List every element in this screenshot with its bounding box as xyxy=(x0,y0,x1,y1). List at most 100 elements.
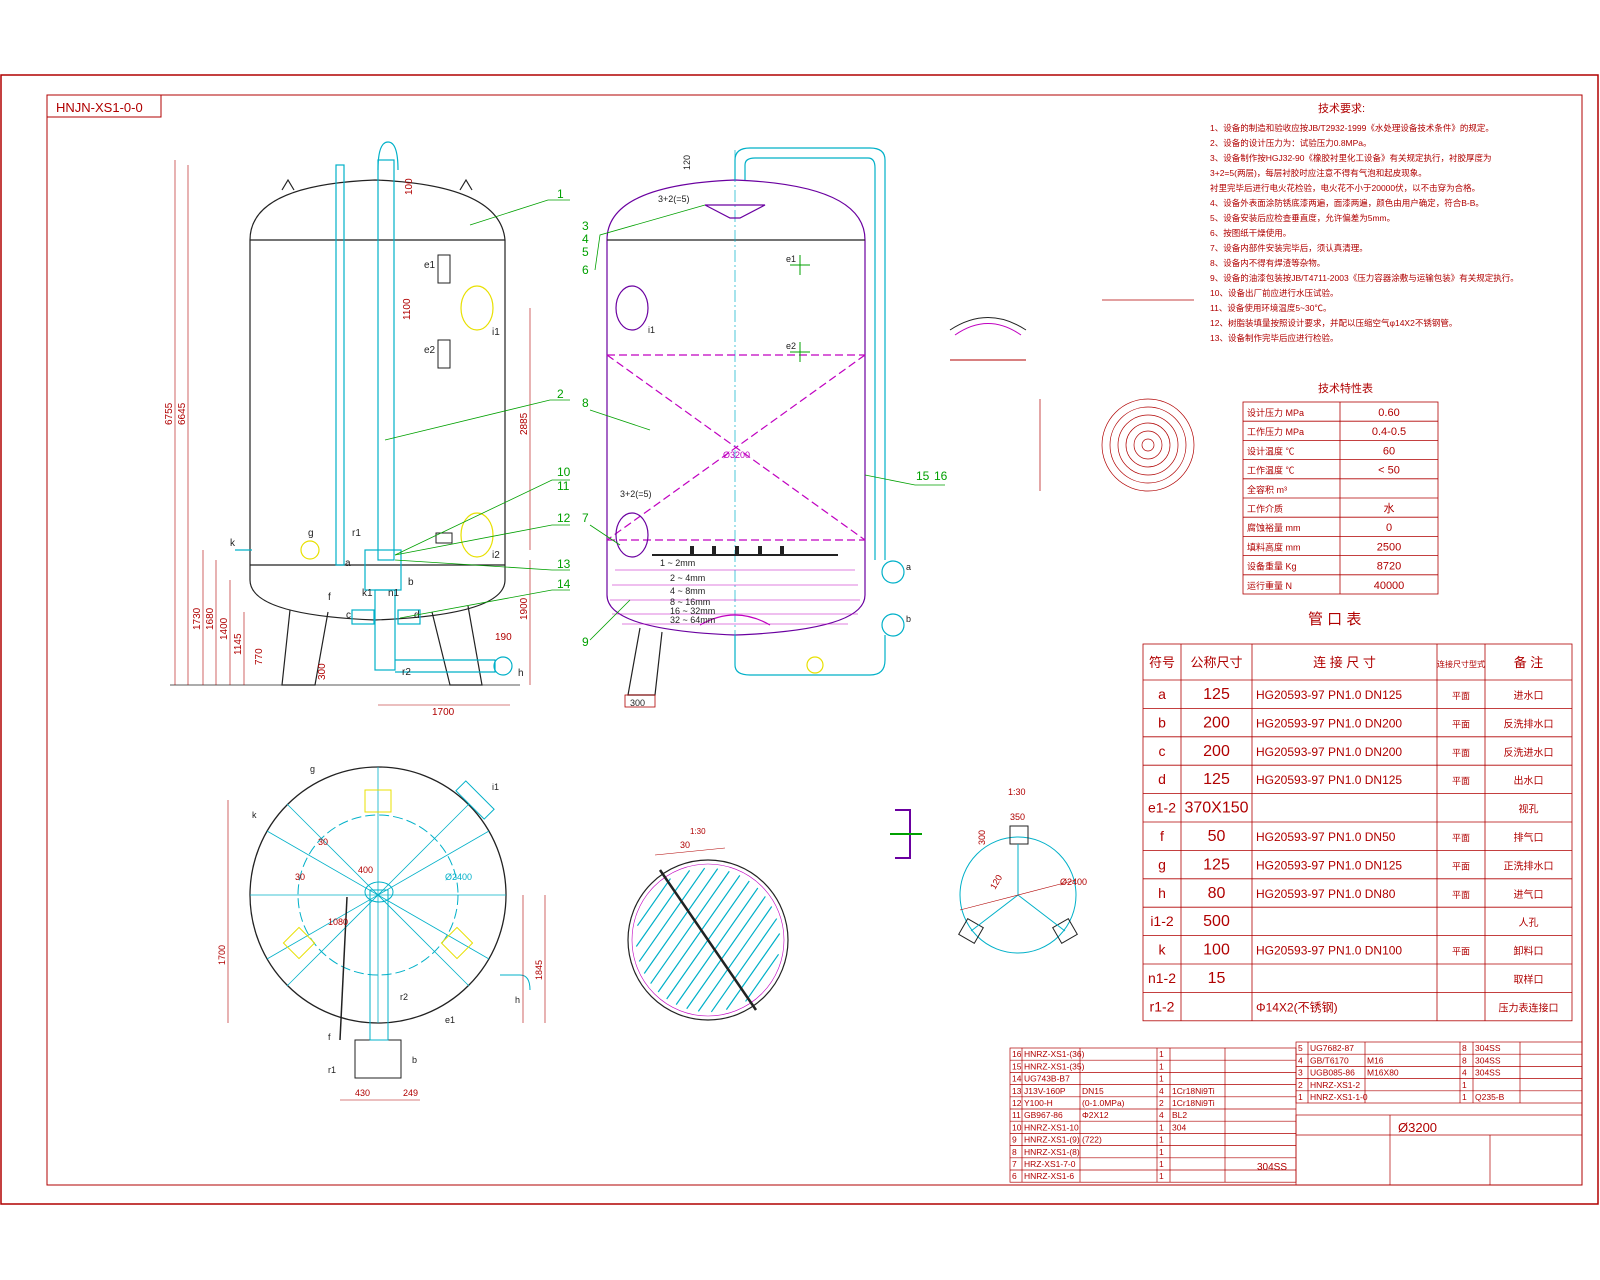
nozzle-table-cell: 80 xyxy=(1208,885,1226,902)
bom-cell: 9 xyxy=(1012,1135,1017,1145)
section-lining-mid: 3+2(=5) xyxy=(620,489,652,499)
grid-lateral xyxy=(686,896,766,1010)
nozzle-table-cell: HG20593-97 PN1.0 DN200 xyxy=(1256,745,1402,759)
tech-table-value: < 50 xyxy=(1378,465,1400,477)
bom-left-grid xyxy=(1009,1047,1297,1183)
callout-6: 6 xyxy=(582,263,589,277)
grid-dim-30 xyxy=(654,847,726,856)
nozzle-table-cell: 平面 xyxy=(1452,890,1470,900)
bom-cell: 1Cr18Ni9Ti xyxy=(1172,1086,1215,1096)
front-mark-n2: n1 xyxy=(388,588,400,599)
grid-lateral xyxy=(635,870,691,947)
leader-3-6 xyxy=(594,204,706,271)
grid-lateral xyxy=(638,867,706,962)
callout-8: 8 xyxy=(582,396,589,410)
section-flange-ab xyxy=(881,560,905,584)
spiral-ring-1 xyxy=(1101,398,1195,492)
plan-mark-g: h xyxy=(515,995,520,1005)
drawing-number-box xyxy=(46,94,162,118)
bom-cell: J13V-160P xyxy=(1024,1086,1066,1096)
nozzle-table-cell: 125 xyxy=(1203,771,1230,788)
section-nozzle-1 xyxy=(690,546,694,554)
front-top-elbow xyxy=(377,141,399,171)
tech-notes: 技术要求: 1、设备的制造和验收应按JB/T2932-1999《水处理设备技术条… xyxy=(1210,102,1519,343)
plan-dim-30b: 30 xyxy=(295,872,305,882)
bom-cell: GB/T6170 xyxy=(1310,1055,1349,1065)
bom-cell: HNRZ-XS1-(9) xyxy=(1024,1135,1080,1145)
bom-cell: 1 xyxy=(1462,1092,1467,1102)
front-dim-6645: 6645 xyxy=(177,402,188,425)
front-manholes xyxy=(300,285,494,560)
bom-cell: 8 xyxy=(1012,1147,1017,1157)
section-piping xyxy=(734,147,905,676)
nozzle-table-cell: a xyxy=(1158,686,1166,702)
section-mark-i1: i1 xyxy=(648,325,655,335)
bom-cell: 1 xyxy=(1462,1080,1467,1090)
callout-7: 7 xyxy=(582,511,589,525)
plan-lug-left xyxy=(282,926,316,960)
nozzle-table-cell: 100 xyxy=(1203,942,1230,959)
section-distributor-top xyxy=(704,204,766,219)
front-dim-texts: 6755 6645 1730 1680 1400 1145 770 2885 1… xyxy=(164,178,530,718)
front-mark-c: c xyxy=(346,610,351,621)
tech-note-10: 8、设备内不得有焊渣等杂物。 xyxy=(1210,258,1325,268)
plan-dim-400-text: 400 xyxy=(358,865,373,875)
section-nozzle-2 xyxy=(712,546,716,554)
plan-dim-1700-text: 1700 xyxy=(217,945,227,965)
front-sightglass-e1 xyxy=(437,254,451,284)
nozzle-table-grid xyxy=(1142,643,1573,1022)
plan-lug-right xyxy=(440,926,474,960)
nozzle-table-cell: 平面 xyxy=(1452,861,1470,871)
plan-valve-block xyxy=(354,1039,402,1079)
leader-13 xyxy=(394,559,570,571)
tech-note-1: 1、设备的制造和验收应按JB/T2932-1999《水处理设备技术条件》的规定。 xyxy=(1210,123,1494,133)
bom-cell: 1Cr18Ni9Ti xyxy=(1172,1098,1215,1108)
tech-note-6: 4、设备外表面涂防锈底漆两遍，面漆两遍，颜色由用户确定，符合B-B。 xyxy=(1210,198,1484,208)
bom-cell: 7 xyxy=(1012,1159,1017,1169)
plan-dim-249-text: 249 xyxy=(403,1088,418,1098)
tech-table-value: 0.60 xyxy=(1378,407,1399,419)
plan-mark-r1: r1 xyxy=(328,1065,336,1075)
section-nozzle-3 xyxy=(735,546,739,554)
nozzle-table-cell: g xyxy=(1158,856,1166,872)
tech-note-12: 10、设备出厂前应进行水压试验。 xyxy=(1210,288,1338,298)
nozzle-table-cell: 15 xyxy=(1208,970,1226,987)
bom-cell: 4 xyxy=(1298,1055,1303,1065)
nozzle-table-cell: HG20593-97 PN1.0 DN100 xyxy=(1256,944,1402,958)
section-cross-b xyxy=(606,354,866,541)
nozzle-table-cell: f xyxy=(1160,828,1164,844)
nozzle-table-cell: 平面 xyxy=(1452,947,1470,957)
nozzle-table-cell: 排气口 xyxy=(1514,831,1544,844)
front-drain-flange xyxy=(493,656,513,676)
leader-15-16 xyxy=(864,474,945,486)
bom-right-grid xyxy=(1295,1041,1583,1104)
nozzle-table-cell: 压力表连接口 xyxy=(1499,1001,1559,1014)
front-dims xyxy=(174,160,531,706)
nozzle-table-header: 连 接 尺 寸 xyxy=(1313,655,1376,670)
tech-table-label: 运行重量 N xyxy=(1247,580,1292,591)
nozzle-table-cell: h xyxy=(1158,885,1166,901)
bom-cell: 1 xyxy=(1159,1159,1164,1169)
section-base-box xyxy=(624,694,656,708)
nozzle-table-border xyxy=(1142,643,1573,1022)
grid-laterals xyxy=(635,867,781,1013)
bom-cell: BL2 xyxy=(1172,1110,1187,1120)
bom-cell: UG7682-87 xyxy=(1310,1043,1354,1053)
front-manhole-i1 xyxy=(460,285,494,331)
nozzle-table-cell: 人孔 xyxy=(1519,917,1539,929)
tech-table-title: 技术特性表 xyxy=(1318,381,1373,395)
front-mark-e2: e2 xyxy=(424,345,436,356)
title-block xyxy=(1295,1114,1583,1186)
section-top-pipe-inner xyxy=(744,157,876,560)
tech-table-value: 0 xyxy=(1386,522,1392,534)
front-mark-i1: i1 xyxy=(492,327,500,338)
nozzle-table-cell: 50 xyxy=(1208,828,1226,845)
leader-8 xyxy=(589,409,651,431)
nozzle-table-cell: 取样口 xyxy=(1514,973,1544,986)
leader-7 xyxy=(589,524,621,546)
plan-lug-top xyxy=(364,789,392,813)
nozzle-table-cell: HG20593-97 PN1.0 DN125 xyxy=(1256,858,1402,872)
